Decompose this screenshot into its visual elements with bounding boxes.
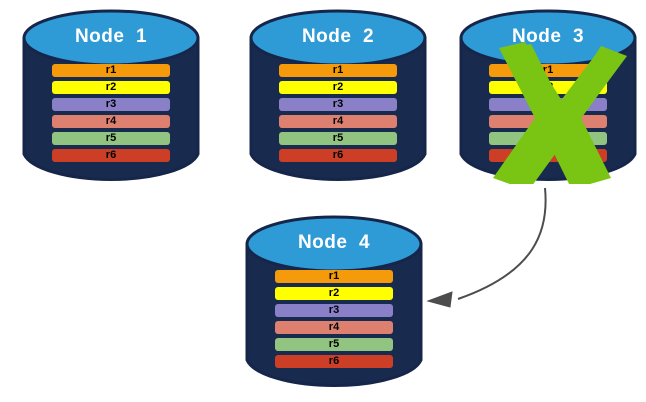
row-label: r1 <box>105 64 117 76</box>
row-bar-r3[interactable]: r3 <box>279 98 397 111</box>
row-label: r6 <box>328 355 340 367</box>
row-bar-r6[interactable]: r6 <box>279 149 397 162</box>
row-label: r3 <box>542 98 554 110</box>
row-bar-r3[interactable]: r3 <box>275 304 393 317</box>
row-label: r6 <box>105 149 117 161</box>
row-bar-r1[interactable]: r1 <box>279 64 397 77</box>
row-bar-r1[interactable]: r1 <box>489 64 607 77</box>
row-bar-r5[interactable]: r5 <box>275 338 393 351</box>
row-bar-r6[interactable]: r6 <box>275 355 393 368</box>
row-label: r4 <box>542 115 554 127</box>
row-label: r5 <box>332 132 344 144</box>
row-bar-r6[interactable]: r6 <box>52 149 170 162</box>
row-bar-r2[interactable]: r2 <box>52 81 170 94</box>
row-bar-r4[interactable]: r4 <box>279 115 397 128</box>
row-bar-r4[interactable]: r4 <box>275 321 393 334</box>
row-label: r1 <box>328 270 340 282</box>
row-label: r1 <box>332 64 344 76</box>
row-bar-r1[interactable]: r1 <box>52 64 170 77</box>
node-2[interactable]: Node 2 r1 r2 r3 r4 r5 r6 <box>249 8 427 184</box>
node-4[interactable]: Node 4 r1 r2 r3 r4 r5 r6 <box>245 214 423 390</box>
row-label: r4 <box>332 115 344 127</box>
row-label: r3 <box>328 304 340 316</box>
row-bar-r3[interactable]: r3 <box>489 98 607 111</box>
row-bar-r2[interactable]: r2 <box>275 287 393 300</box>
row-label: r5 <box>105 132 117 144</box>
row-label: r4 <box>328 321 340 333</box>
row-label: r1 <box>542 64 554 76</box>
row-bar-r5[interactable]: r5 <box>279 132 397 145</box>
row-label: r4 <box>105 115 117 127</box>
row-label: r6 <box>542 149 554 161</box>
row-bar-r6[interactable]: r6 <box>489 149 607 162</box>
row-bar-r4[interactable]: r4 <box>489 115 607 128</box>
row-bar-r2[interactable]: r2 <box>489 81 607 94</box>
node-1[interactable]: Node 1 r1 r2 r3 r4 r5 r6 <box>22 8 200 184</box>
row-bar-r2[interactable]: r2 <box>279 81 397 94</box>
row-label: r2 <box>328 287 340 299</box>
row-label: r5 <box>328 338 340 350</box>
row-bar-r5[interactable]: r5 <box>489 132 607 145</box>
row-bar-r5[interactable]: r5 <box>52 132 170 145</box>
row-label: r2 <box>105 81 117 93</box>
row-bar-r3[interactable]: r3 <box>52 98 170 111</box>
row-label: r2 <box>332 81 344 93</box>
row-label: r2 <box>542 81 554 93</box>
row-label: r6 <box>332 149 344 161</box>
row-label: r3 <box>105 98 117 110</box>
row-label: r5 <box>542 132 554 144</box>
row-bar-r1[interactable]: r1 <box>275 270 393 283</box>
row-bar-r4[interactable]: r4 <box>52 115 170 128</box>
node-3[interactable]: Node 3 r1 r2 r3 r4 r5 r6 <box>459 8 637 184</box>
row-label: r3 <box>332 98 344 110</box>
